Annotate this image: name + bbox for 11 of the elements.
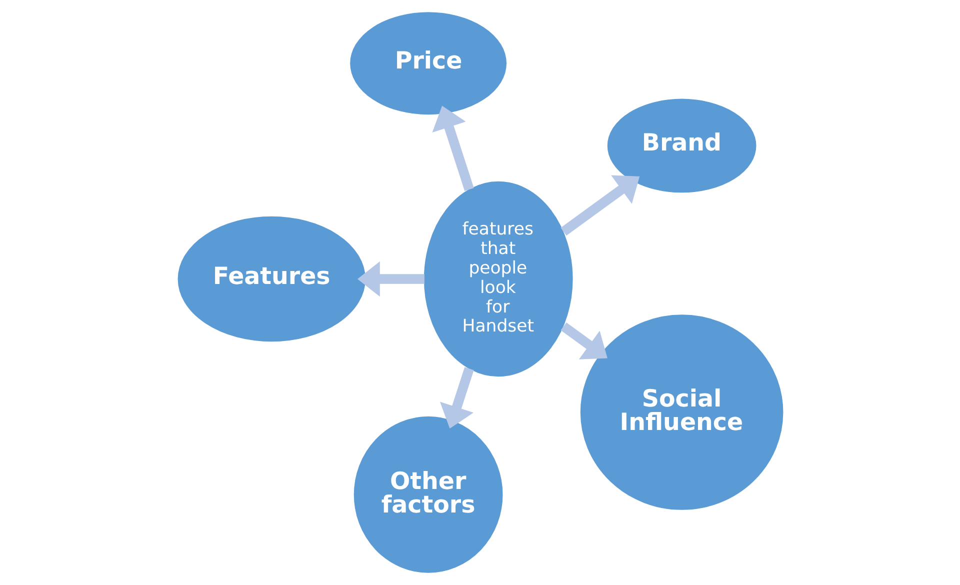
node-ellipse: features that people look for Handset [423, 181, 572, 377]
arrow [560, 175, 640, 236]
node-circle: Other factors [353, 416, 502, 573]
node-ellipse: Price [350, 12, 506, 115]
arrow [560, 322, 607, 360]
node-ellipse: Brand [606, 98, 756, 193]
node-circle: Social Influence [580, 314, 783, 510]
arrow [432, 106, 474, 191]
arrow [439, 367, 474, 429]
node-ellipse: Features [177, 216, 365, 342]
arrow [356, 261, 424, 297]
